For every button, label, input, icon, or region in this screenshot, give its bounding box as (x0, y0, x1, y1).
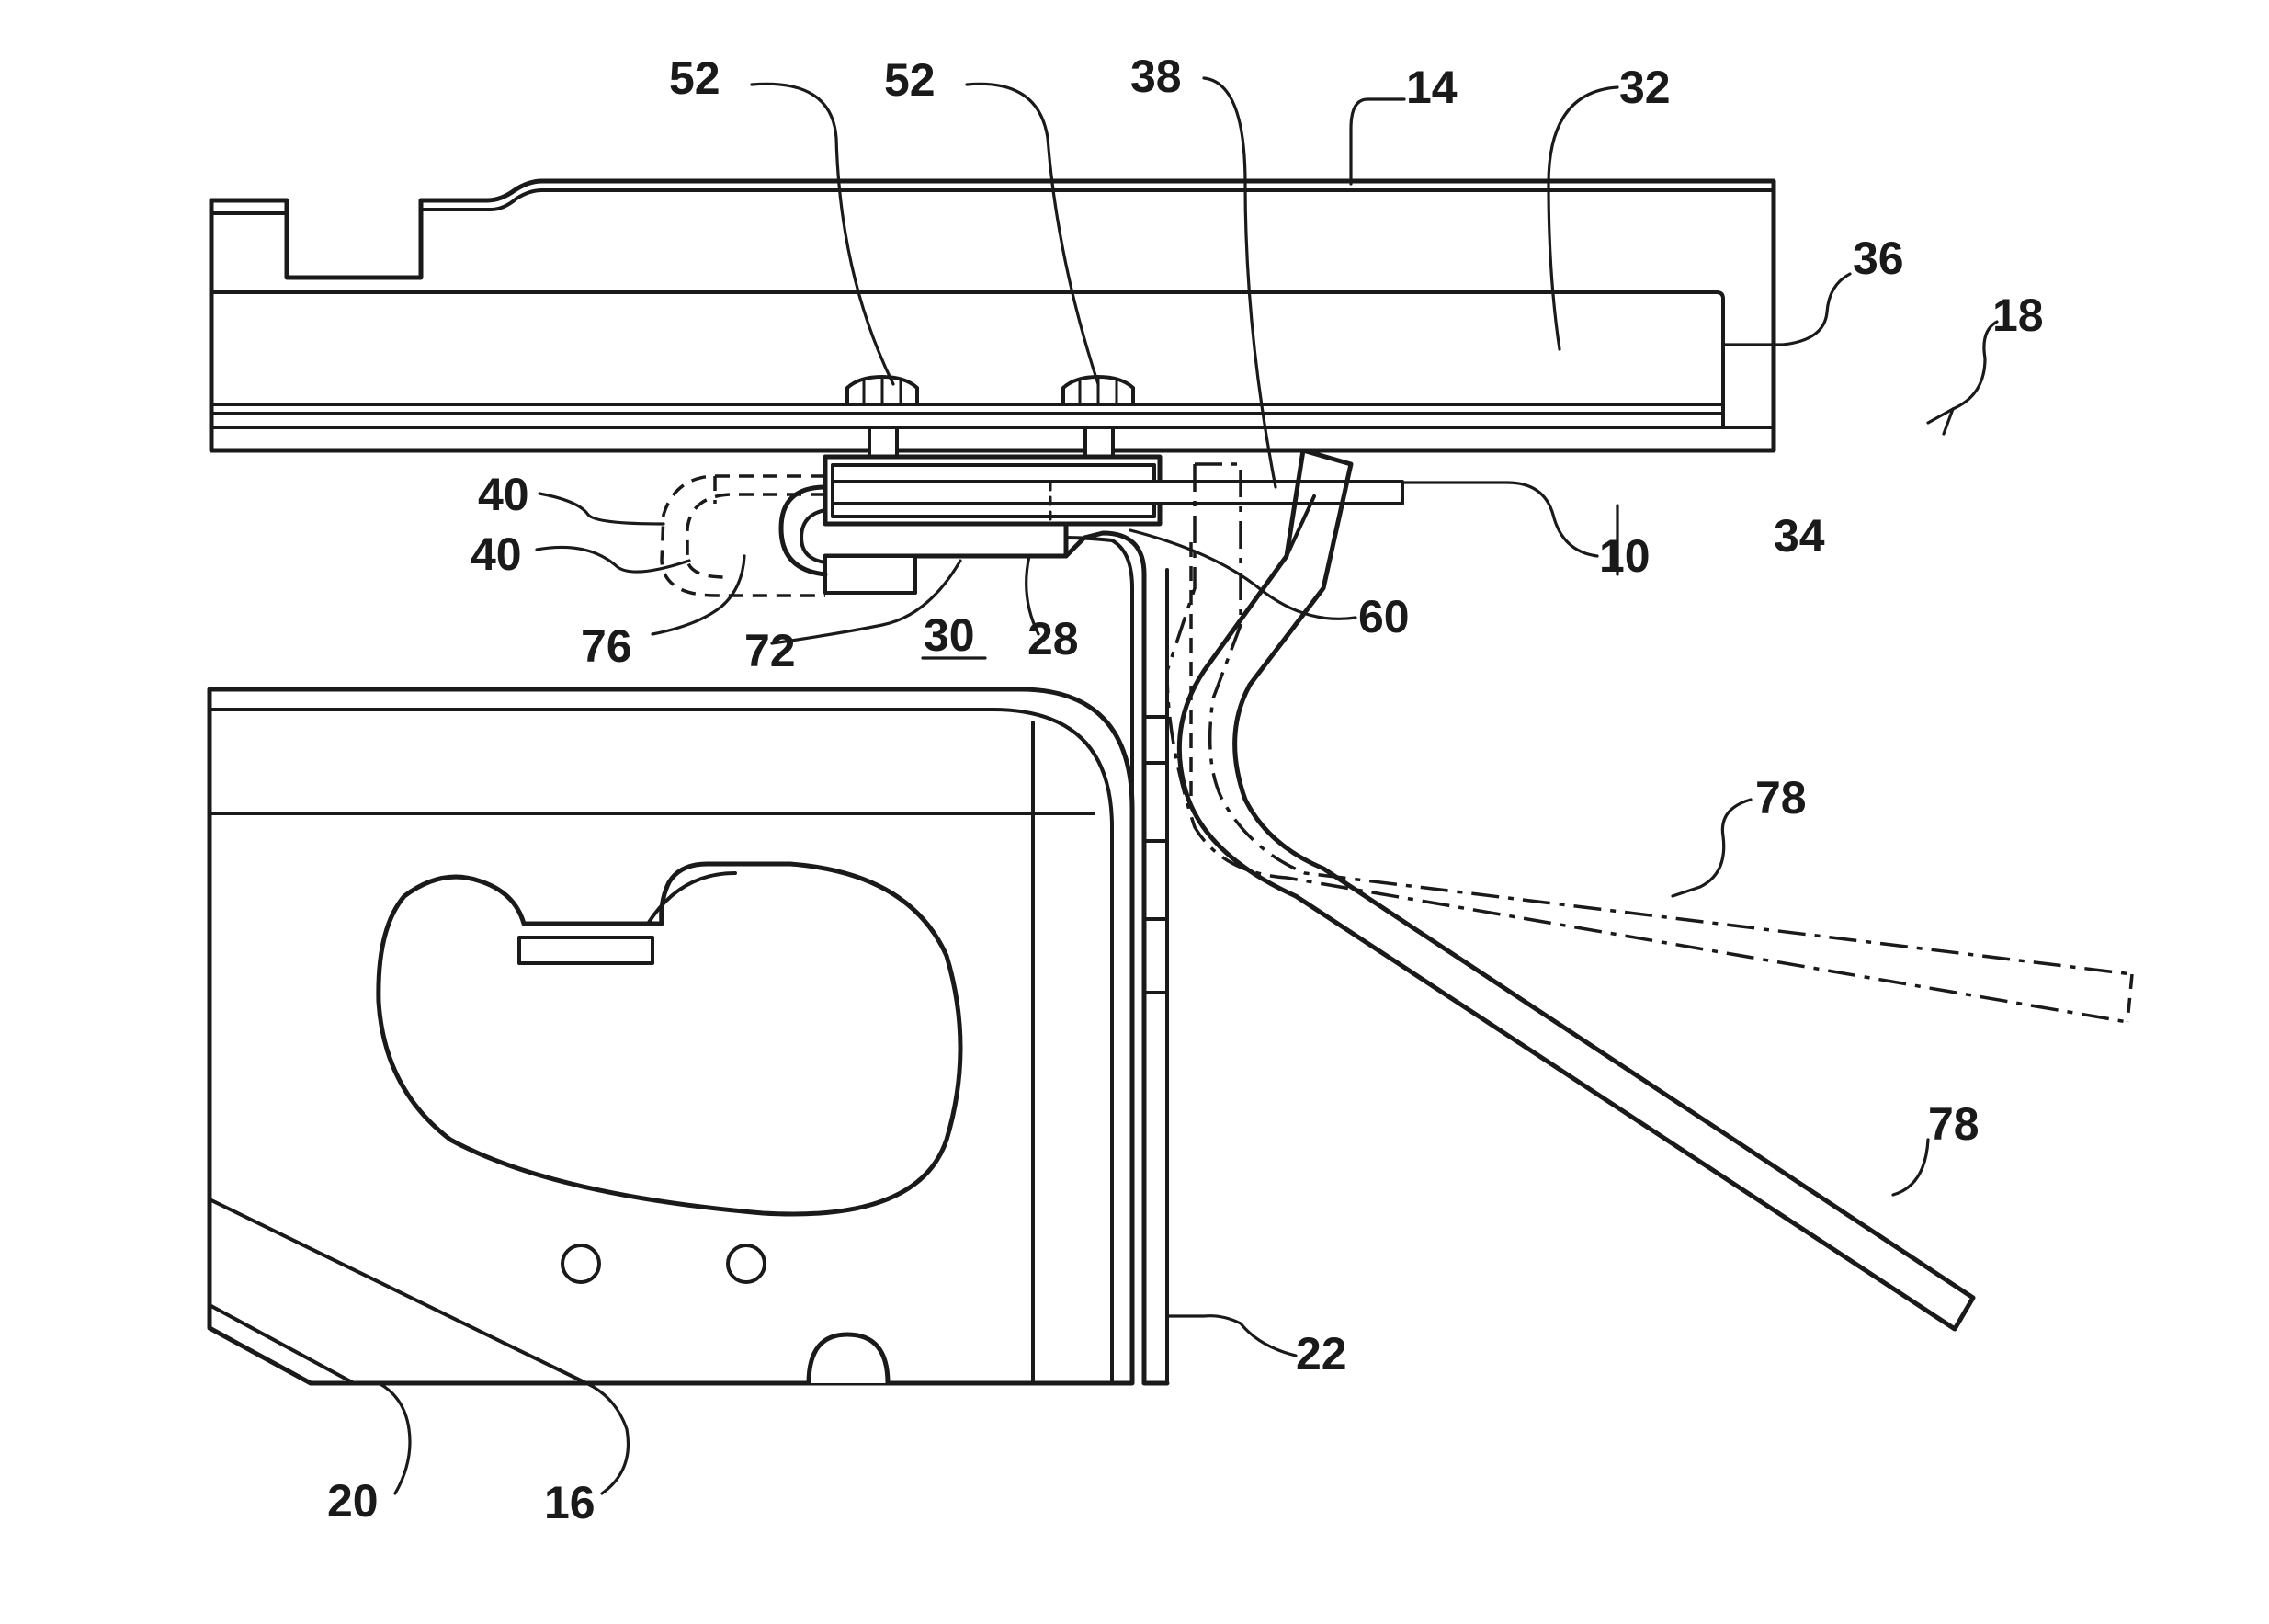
bolt-left (847, 377, 917, 457)
ref-14: 14 (1406, 62, 1458, 113)
ref-20: 20 (327, 1475, 379, 1527)
ref-18: 18 (1992, 290, 2044, 341)
hinge-strip (1144, 570, 1167, 1383)
ref-30: 30 (924, 609, 975, 661)
upper-rail (211, 181, 1774, 450)
ref-40-lower: 40 (471, 528, 522, 580)
ref-52-right: 52 (884, 54, 936, 106)
ref-78-lower: 78 (1928, 1098, 1980, 1150)
ref-38: 38 (1130, 51, 1182, 102)
release-lever (1179, 450, 1973, 1329)
ref-40-upper: 40 (478, 469, 529, 520)
seat-bracket-panel (210, 689, 1132, 1383)
ref-34: 34 (1774, 510, 1825, 562)
ref-36: 36 (1853, 233, 1904, 284)
bolt-right (1063, 377, 1133, 457)
ref-22: 22 (1296, 1328, 1347, 1380)
ref-60: 60 (1358, 591, 1410, 642)
ref-72: 72 (744, 625, 796, 676)
ref-16: 16 (544, 1477, 596, 1528)
ref-28: 28 (1027, 613, 1079, 664)
ref-76: 76 (581, 620, 632, 672)
bracket-assembly (781, 457, 1402, 1383)
ref-10: 10 (1599, 530, 1651, 582)
ref-32: 32 (1619, 62, 1671, 113)
ref-78-upper: 78 (1755, 772, 1807, 823)
ref-52-left: 52 (669, 52, 720, 104)
